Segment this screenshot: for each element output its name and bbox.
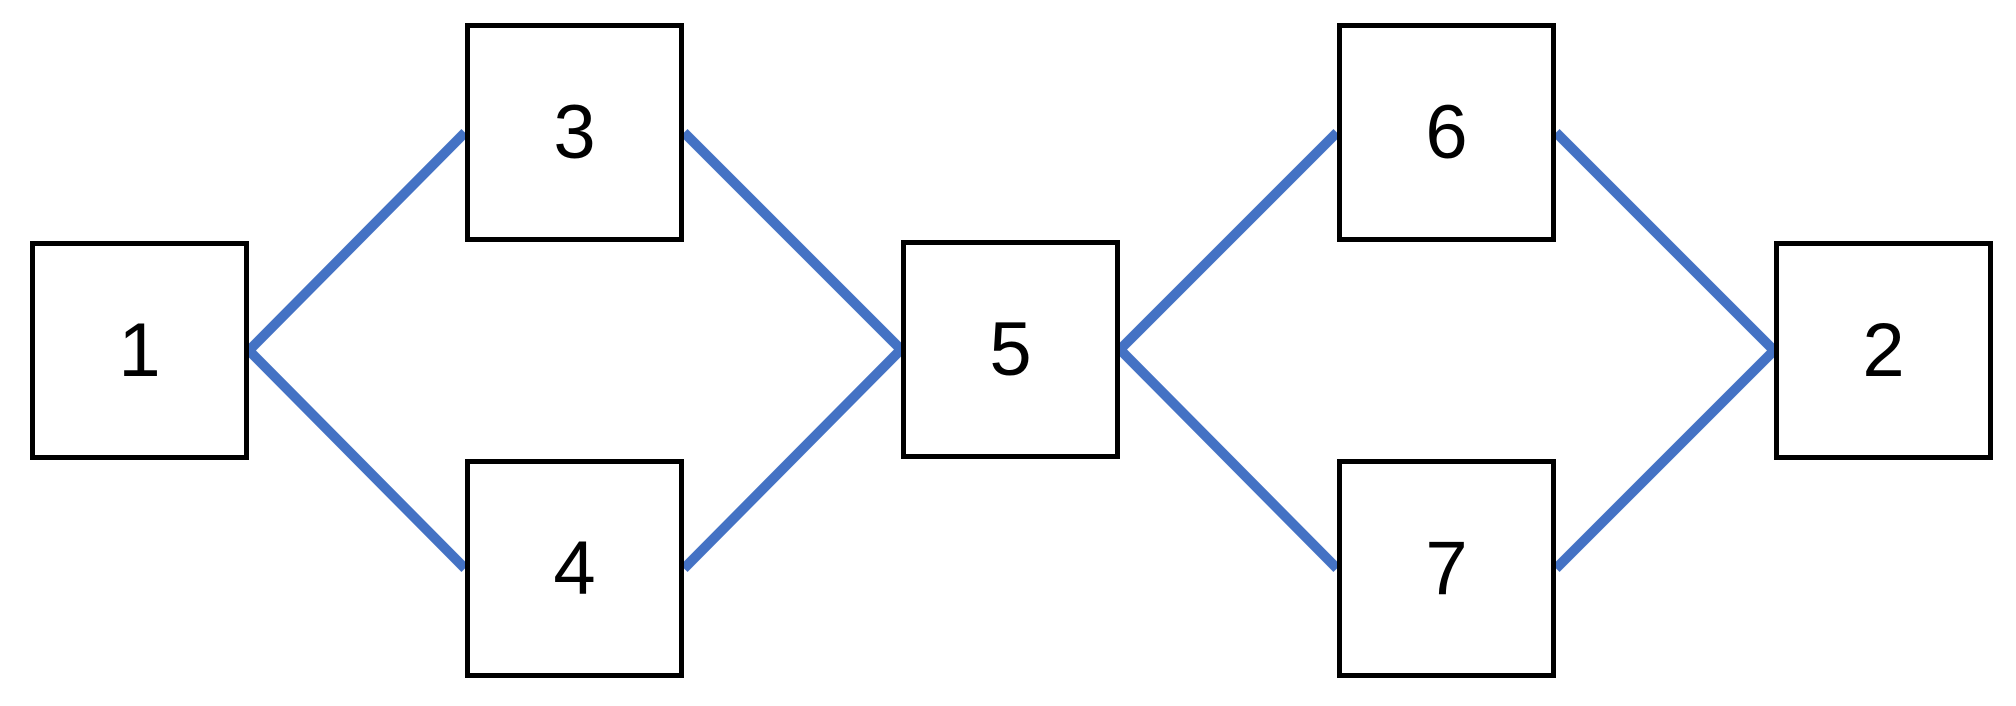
node-box-7: 7 <box>1337 459 1556 678</box>
node-label-6: 6 <box>1425 89 1468 175</box>
node-label-3: 3 <box>553 89 596 175</box>
edge-line <box>241 128 469 573</box>
node-box-6: 6 <box>1337 23 1556 242</box>
node-label-2: 2 <box>1862 307 1905 393</box>
node-label-5: 5 <box>989 306 1032 392</box>
node-box-3: 3 <box>465 23 684 242</box>
node-box-5: 5 <box>901 240 1120 459</box>
node-label-4: 4 <box>553 525 596 611</box>
edge-line <box>1112 128 1341 573</box>
node-box-2: 2 <box>1774 241 1993 460</box>
node-box-1: 1 <box>30 241 249 460</box>
node-label-7: 7 <box>1425 525 1468 611</box>
node-box-4: 4 <box>465 459 684 678</box>
node-label-1: 1 <box>118 307 161 393</box>
